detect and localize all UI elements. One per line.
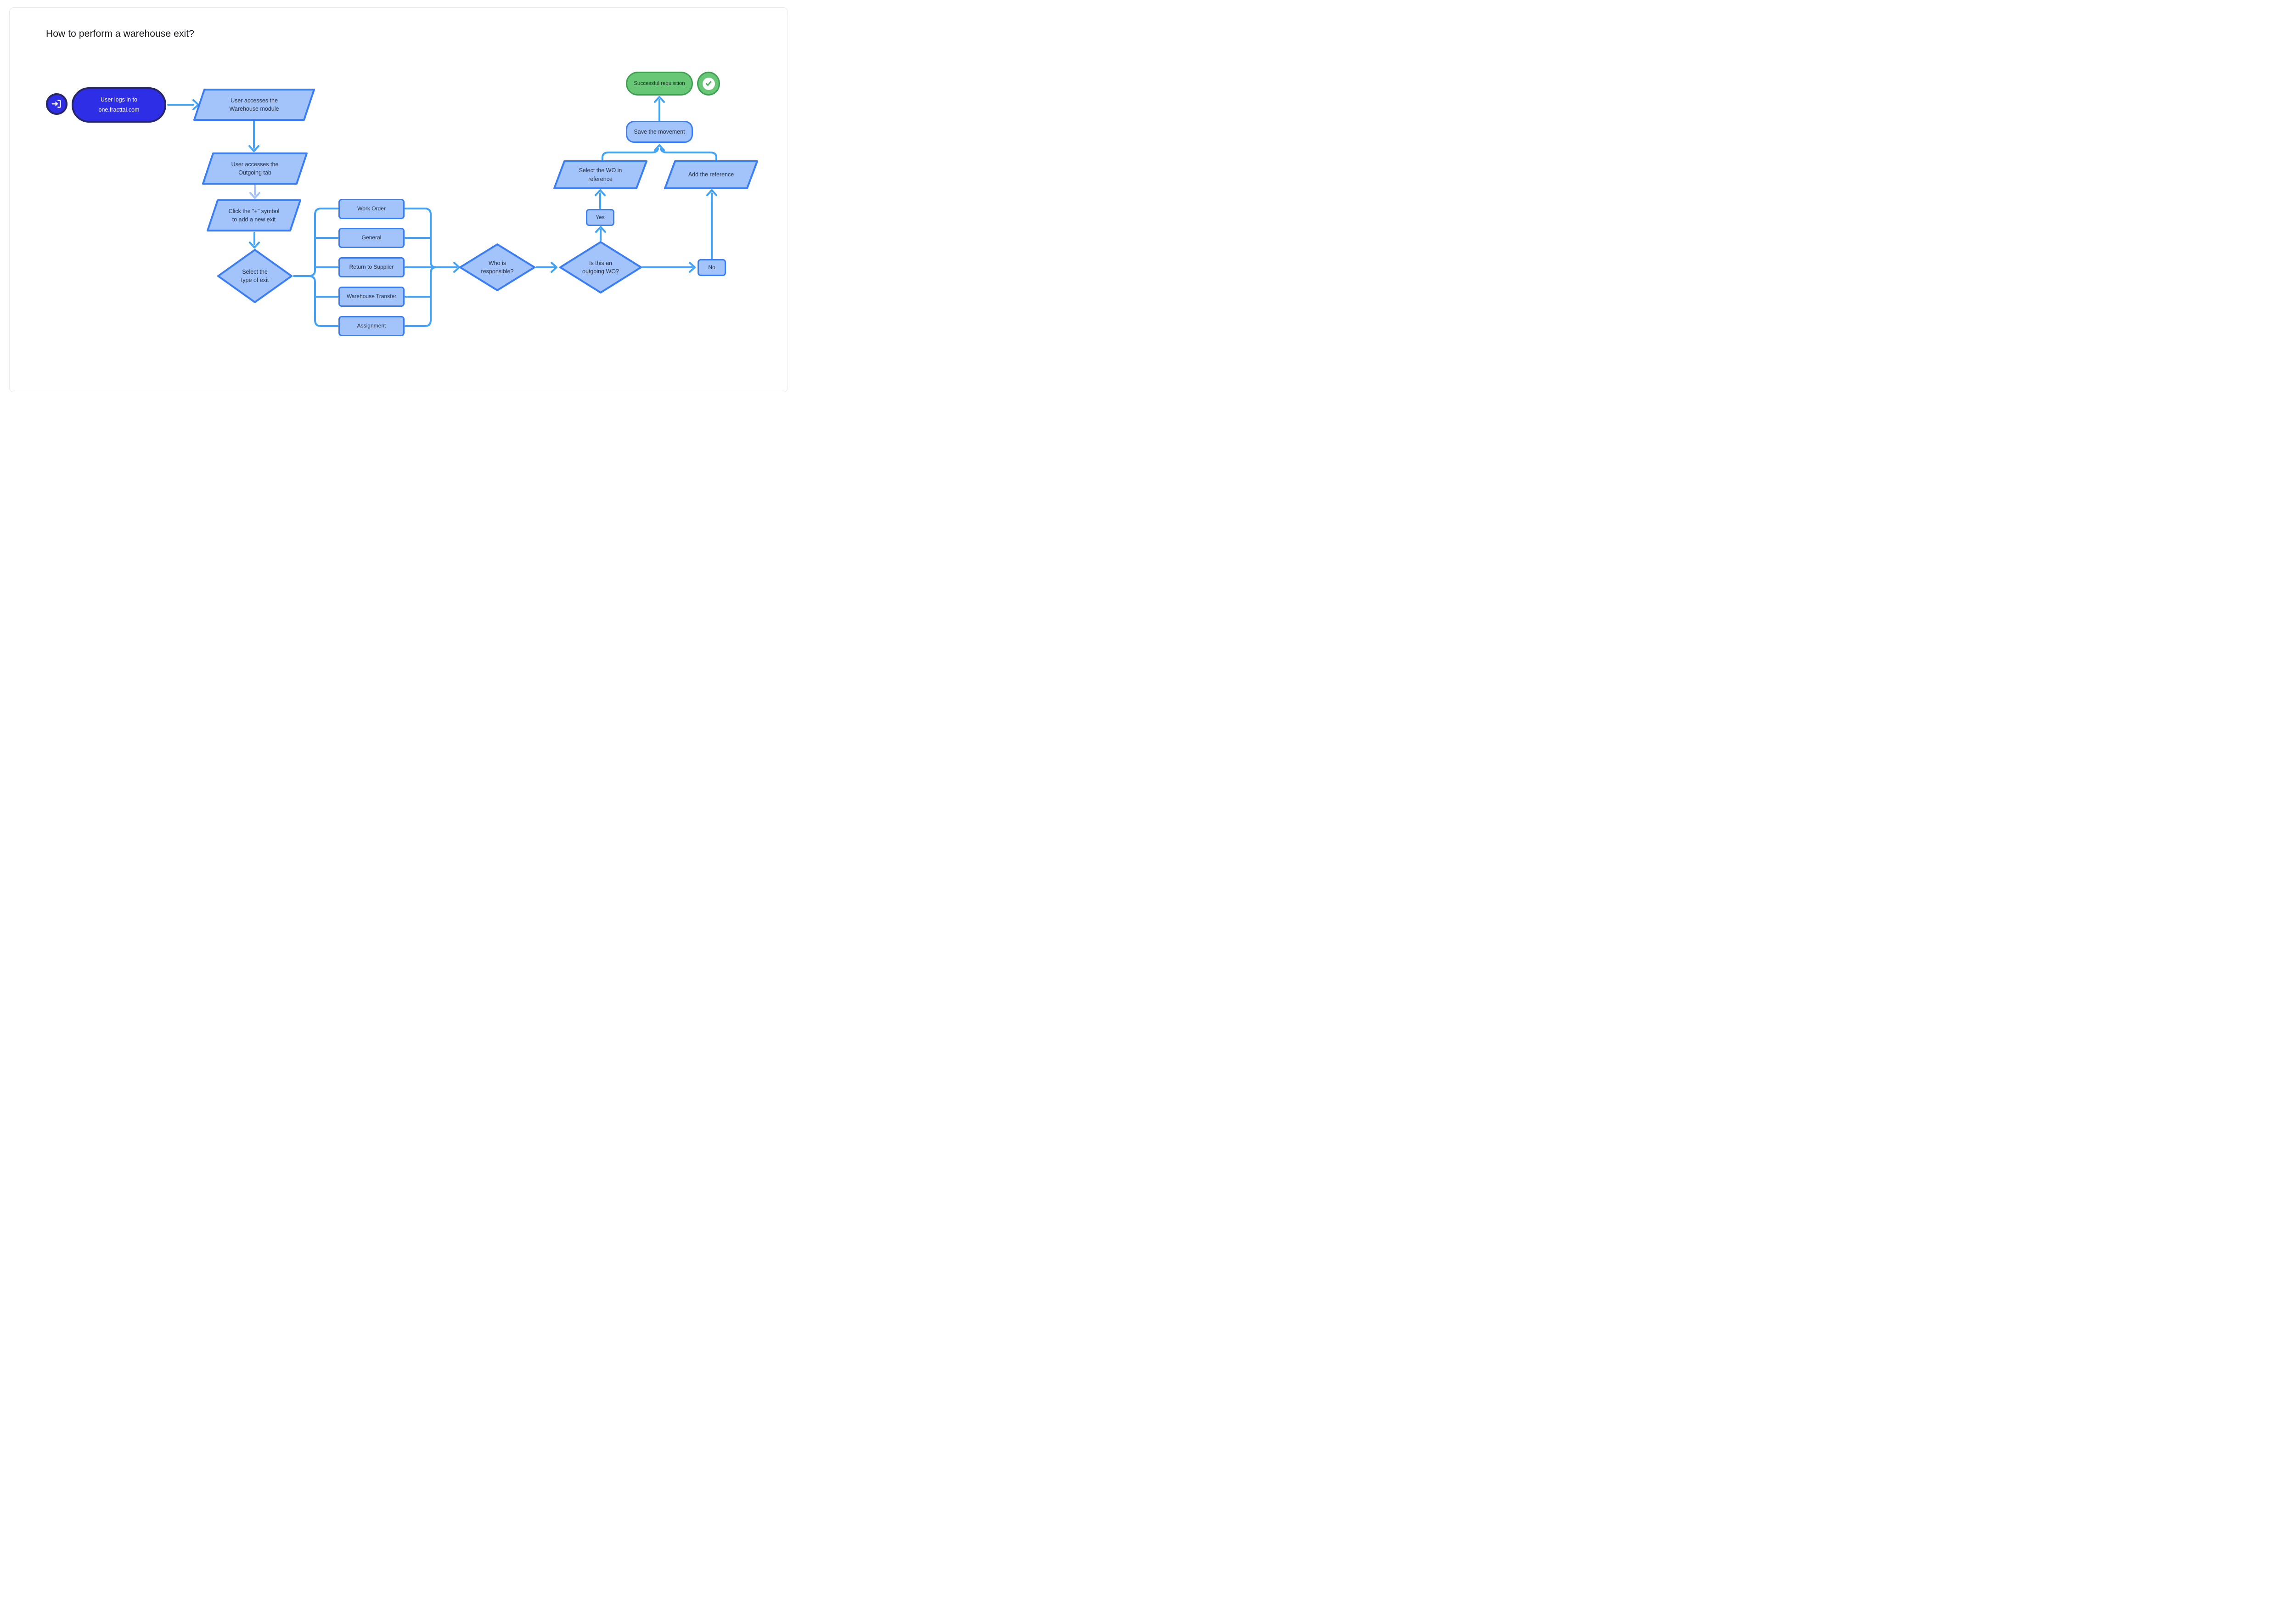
login-icon [51, 100, 61, 108]
option-label: General [361, 234, 382, 241]
option-return-to-supplier[interactable]: Return to Supplier [338, 257, 405, 277]
branch-no-label: No [708, 264, 715, 271]
parallelogram-shape [202, 152, 308, 185]
step-label: Add the reference [688, 171, 734, 178]
end-success-label: Successful requisition [634, 80, 685, 86]
login-start-node[interactable] [46, 93, 68, 115]
decision-label: Select the type of exit [241, 268, 269, 283]
check-icon [702, 77, 715, 90]
branch-no[interactable]: No [698, 259, 726, 276]
step-label: Select the WO in reference [579, 167, 622, 182]
branch-yes-label: Yes [596, 214, 605, 220]
parallelogram-shape [553, 160, 647, 189]
step-access-outgoing-tab[interactable]: User accesses the Outgoing tab [202, 152, 308, 185]
decision-label: Who is responsible? [481, 259, 514, 275]
diamond-shape [559, 241, 642, 293]
decision-label: Is this an outgoing WO? [582, 259, 619, 275]
step-access-warehouse-module[interactable]: User accesses the Warehouse module [193, 89, 315, 121]
option-label: Assignment [357, 322, 386, 329]
step-select-wo-reference[interactable]: Select the WO in reference [553, 160, 647, 189]
flowchart-canvas: How to perform a warehouse exit? [0, 0, 797, 400]
decision-outgoing-wo[interactable]: Is this an outgoing WO? [559, 241, 642, 293]
option-label: Return to Supplier [349, 263, 394, 270]
success-check-node[interactable] [697, 72, 720, 96]
step-label: Click the "+" symbol to add a new exit [228, 208, 280, 223]
parallelogram-shape [664, 160, 758, 189]
end-success-node[interactable]: Successful requisition [626, 72, 693, 96]
option-work-order[interactable]: Work Order [338, 198, 405, 219]
option-general[interactable]: General [338, 228, 405, 248]
parallelogram-shape [193, 89, 315, 121]
option-label: Work Order [357, 205, 386, 212]
decision-select-exit-type[interactable]: Select the type of exit [217, 249, 293, 303]
diamond-shape [459, 243, 535, 291]
parallelogram-shape [207, 199, 301, 231]
step-save-movement[interactable]: Save the movement [626, 121, 693, 143]
option-warehouse-transfer[interactable]: Warehouse Transfer [338, 287, 405, 307]
option-assignment[interactable]: Assignment [338, 316, 405, 336]
step-label: User accesses the Warehouse module [229, 97, 279, 112]
option-label: Warehouse Transfer [346, 293, 397, 300]
decision-who-responsible[interactable]: Who is responsible? [459, 243, 535, 291]
step-add-reference[interactable]: Add the reference [664, 160, 758, 189]
start-node[interactable]: User logs in to one.fracttal.com [72, 87, 166, 123]
page-title: How to perform a warehouse exit? [46, 28, 195, 39]
branch-yes[interactable]: Yes [586, 209, 614, 226]
step-click-plus[interactable]: Click the "+" symbol to add a new exit [207, 199, 301, 231]
start-node-label: User logs in to one.fracttal.com [98, 96, 140, 113]
diamond-shape [217, 249, 293, 303]
step-label: Save the movement [634, 128, 685, 135]
step-label: User accesses the Outgoing tab [231, 161, 279, 176]
